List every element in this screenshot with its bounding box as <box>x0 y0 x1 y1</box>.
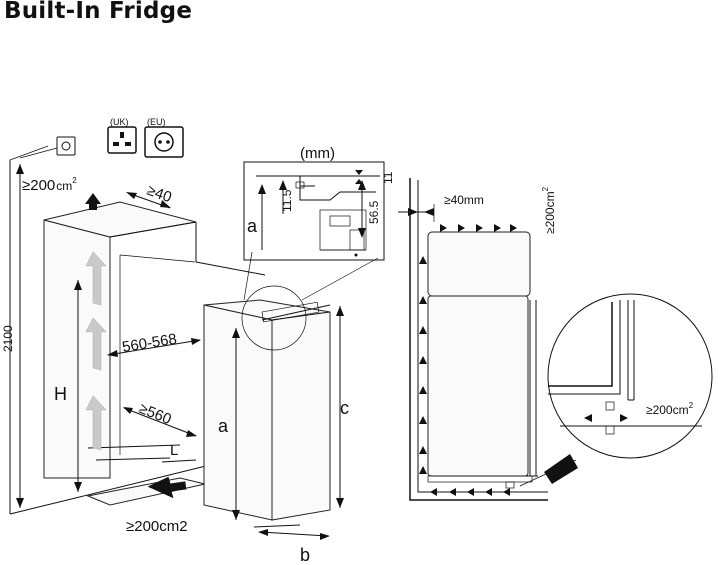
eu-socket-icon: (EU) <box>144 117 184 158</box>
side-gap-label: ≥40mm <box>444 193 484 207</box>
side-left-arrows <box>419 256 427 474</box>
gap-top-label: ≥40 <box>145 182 174 206</box>
niche-depth-label: ≥560 <box>137 400 174 428</box>
dim-11-5-label: 11.5 <box>280 189 294 212</box>
uk-socket-icon: (UK) <box>107 117 137 154</box>
vent-arrows <box>85 193 187 499</box>
dim-56-5-label: 56.5 <box>367 200 381 224</box>
side-view: ≥40mm ≥200cm2 <box>398 178 713 501</box>
dimension-c-label: c <box>340 398 349 418</box>
fridge-appliance: a c b <box>203 251 379 565</box>
height-H-label: H <box>54 384 67 404</box>
detail-unit-label: (mm) <box>300 145 335 162</box>
wall-outlet <box>19 136 76 159</box>
dimension-b-label: b <box>300 545 310 565</box>
vent-top-left-label: ≥200cm2 <box>22 176 77 194</box>
airflow-arrows <box>85 251 107 451</box>
zoom-vent-label: ≥200cm2 <box>646 401 694 417</box>
dimension-a-label: a <box>218 416 229 436</box>
total-height-label: 2100 <box>1 325 15 352</box>
svg-text:(UK): (UK) <box>110 117 129 127</box>
vent-bottom-label: ≥200cm2 <box>126 518 188 535</box>
L-label: L <box>170 442 178 459</box>
page-title: Built-In Fridge <box>4 0 193 24</box>
side-bottom-arrows <box>430 488 510 496</box>
niche-width-label: 560-568 <box>121 331 178 356</box>
side-top-arrows <box>440 224 517 232</box>
dim-11-label: 11 <box>381 171 395 184</box>
detail-a-label: a <box>247 216 258 236</box>
side-vent-top-label: ≥200cm2 <box>541 186 557 234</box>
svg-text:(EU): (EU) <box>147 117 166 127</box>
hinge-detail-box: (mm) a 11.5 56.5 11 <box>243 145 395 261</box>
